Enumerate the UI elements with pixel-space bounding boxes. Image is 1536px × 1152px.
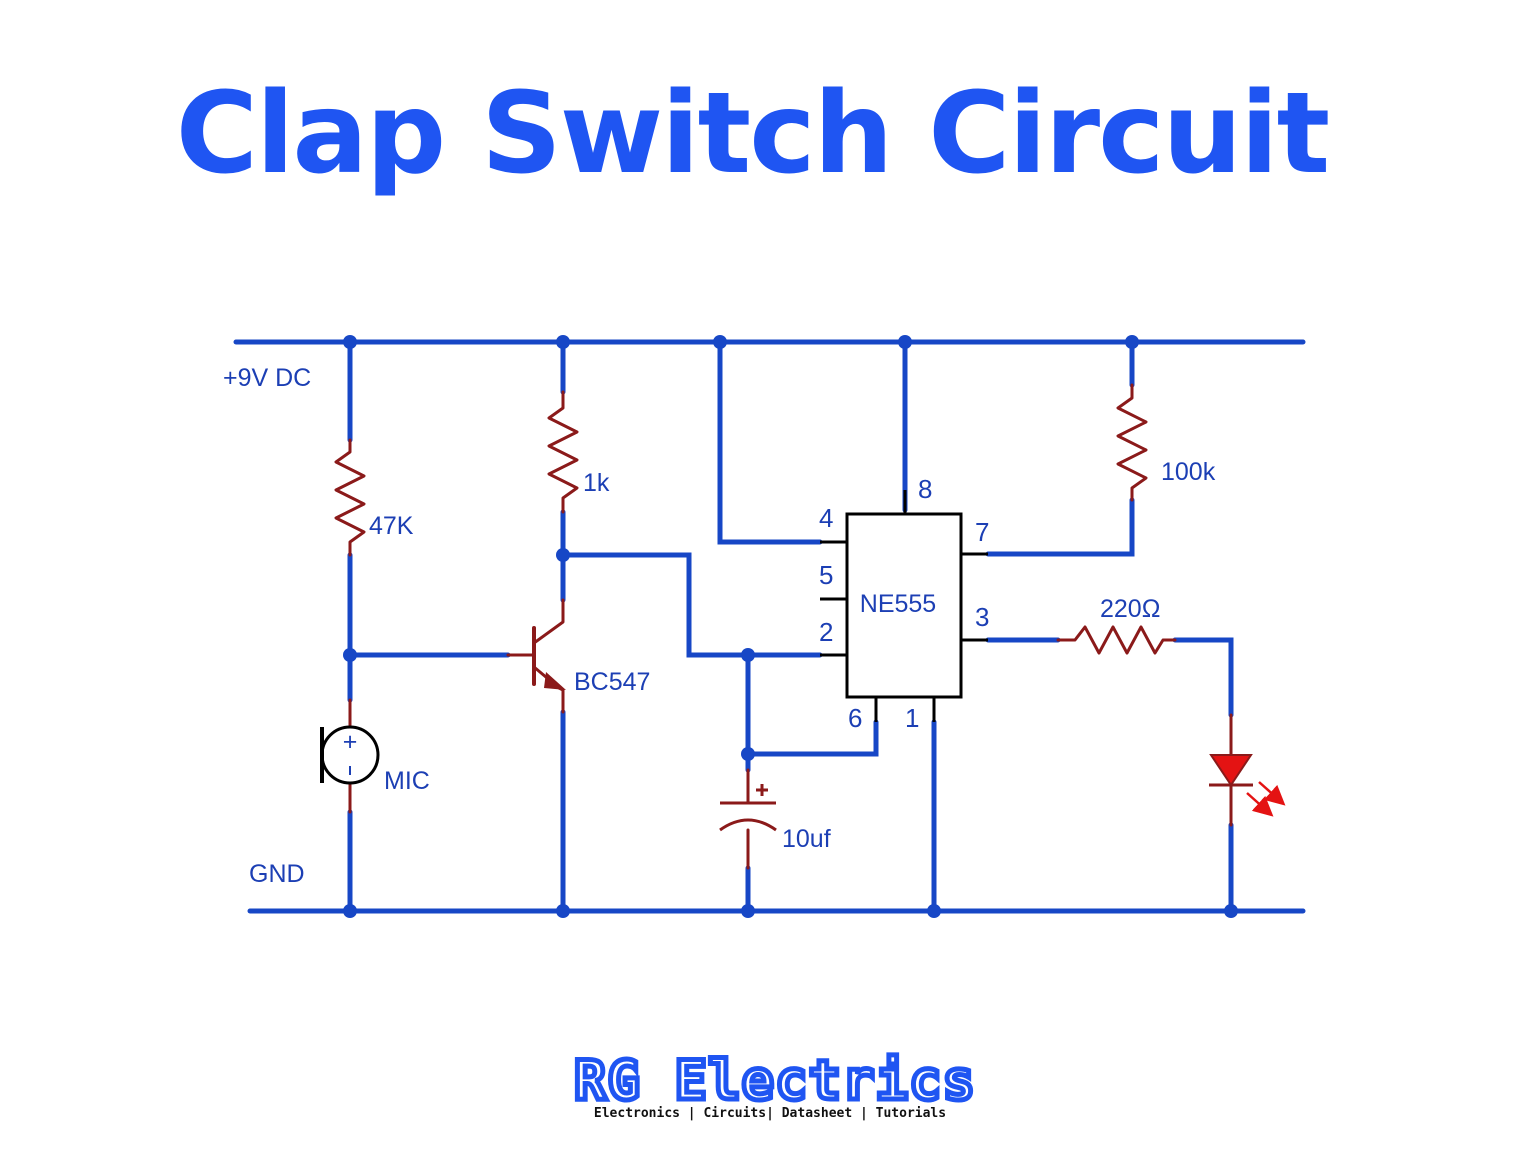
junction-dot xyxy=(556,904,570,918)
resistor-220 xyxy=(1056,625,1177,655)
microphone: + xyxy=(320,725,380,785)
junction-dot xyxy=(343,648,357,662)
mic-plus-symbol: + xyxy=(343,728,358,756)
junction-dot xyxy=(741,904,755,918)
wire-led-top xyxy=(1172,637,1234,718)
gnd-label: GND xyxy=(249,860,305,888)
wire-pin7 xyxy=(985,497,1135,557)
label-mic: MIC xyxy=(384,767,430,795)
junction-dot xyxy=(556,335,570,349)
label-220: 220Ω xyxy=(1100,595,1160,623)
resistor-1k xyxy=(547,390,579,514)
brand-tagline: Electronics | Circuits| Datasheet | Tuto… xyxy=(594,1106,946,1121)
pin-label-7: 7 xyxy=(975,517,989,547)
transistor-emitter xyxy=(532,665,565,714)
junction-dot xyxy=(741,747,755,761)
components xyxy=(334,383,1233,870)
labels: +9V DC GND 47K 1k 100k 220Ω BC547 MIC 10… xyxy=(223,364,1216,888)
led-emit-arrow-2 xyxy=(1258,781,1286,806)
pin-numbers: 4 5 2 8 7 3 6 1 xyxy=(819,474,989,733)
wire-collector-to-trigger xyxy=(560,552,823,658)
pin-label-1: 1 xyxy=(905,703,919,733)
ne555-ic: NE555 xyxy=(820,490,988,722)
pin-label-6: 6 xyxy=(848,703,862,733)
pin-label-3: 3 xyxy=(975,602,989,632)
resistor-47k xyxy=(334,438,366,557)
pin-label-4: 4 xyxy=(819,503,833,533)
junction-dot xyxy=(741,648,755,662)
pin-label-5: 5 xyxy=(819,560,833,590)
wire-pin6 xyxy=(745,719,879,757)
ic-label: NE555 xyxy=(860,590,936,618)
label-47k: 47K xyxy=(369,512,414,540)
brand-logo: RG Electrics Electronics | Circuits| Dat… xyxy=(571,1047,977,1122)
transistor-collector xyxy=(532,598,565,645)
junction-dot xyxy=(713,335,727,349)
vcc-label: +9V DC xyxy=(223,364,311,392)
page-title: Clap Switch Circuit xyxy=(176,69,1328,199)
led-triangle xyxy=(1209,754,1253,787)
junction-dot xyxy=(927,904,941,918)
emitter-arrow-icon xyxy=(544,672,566,690)
junction-dot xyxy=(556,548,570,562)
led xyxy=(1209,754,1286,817)
wire-pin4 xyxy=(717,339,823,545)
junctions xyxy=(343,335,1238,918)
junction-dot xyxy=(343,904,357,918)
junction-dot xyxy=(1224,904,1238,918)
brand-name: RG Electrics xyxy=(574,1049,976,1112)
resistor-100k xyxy=(1116,383,1148,502)
ic-body xyxy=(845,512,963,699)
pin-label-2: 2 xyxy=(819,617,833,647)
cap-plate-curved xyxy=(719,818,777,832)
junction-dot xyxy=(898,335,912,349)
label-10uf: 10uf xyxy=(782,825,831,853)
pin-label-8: 8 xyxy=(918,474,932,504)
label-100k: 100k xyxy=(1161,458,1216,486)
junction-dot xyxy=(343,335,357,349)
capacitor-10uf xyxy=(719,784,777,832)
junction-dot xyxy=(1125,335,1139,349)
label-bc547: BC547 xyxy=(574,668,650,696)
label-1k: 1k xyxy=(583,469,610,497)
led-emit-arrow-1 xyxy=(1246,792,1274,817)
